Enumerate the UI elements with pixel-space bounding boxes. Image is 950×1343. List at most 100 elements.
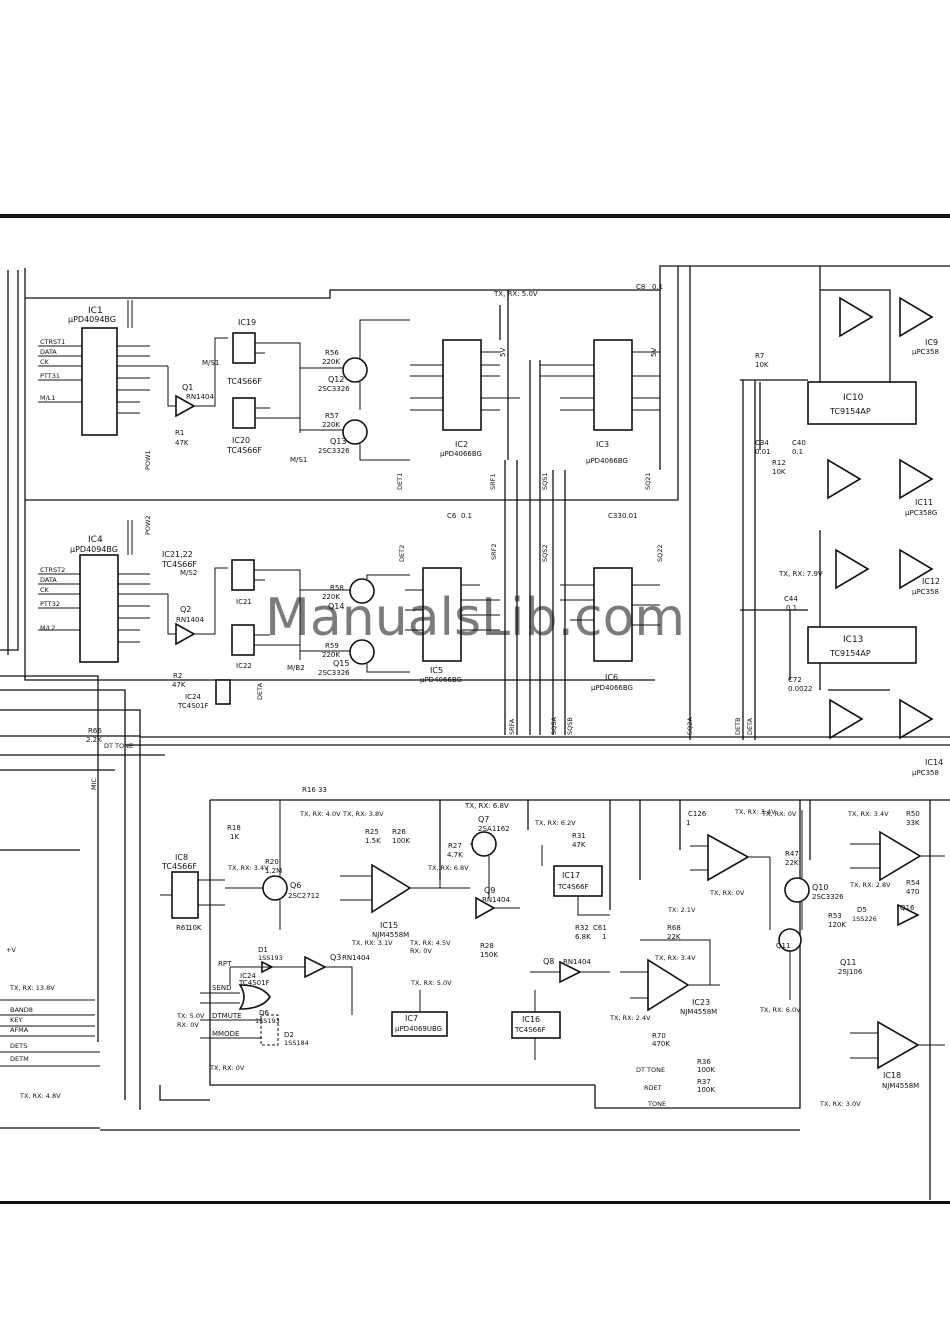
r12-val: 10K — [772, 468, 786, 476]
volt-txrx-ov-a: TX, RX: 3.4V — [227, 864, 269, 872]
c33-ref: C34 — [755, 439, 769, 447]
q11-part: 2SJ106 — [838, 968, 863, 976]
r25-val: 1.5K — [365, 837, 381, 845]
q14-q15: R58 220K Q14 R59 220K Q15 2SC3326 — [300, 574, 410, 677]
ic15-part: NJM4558M — [372, 931, 409, 939]
c8-ref: C6 — [447, 512, 457, 520]
q12-ref: Q12 — [328, 375, 344, 384]
ic1-in-ck: CK — [40, 358, 50, 366]
volt-tx5v-b: TX, RX: 5.0V — [410, 979, 452, 987]
volt-tx2.1v: TX: 2.1V — [667, 906, 696, 914]
sq21-label: SQ21 — [644, 472, 652, 490]
q2-ref: Q2 — [180, 605, 191, 614]
srf1-label: SRF1 — [489, 473, 497, 490]
mid-bus-wires — [125, 360, 950, 746]
ic9-part: μPC358 — [912, 348, 939, 356]
d1-ref: D1 — [258, 946, 268, 954]
band8-label: BAND8 — [10, 1006, 33, 1014]
r28-ref: R28 — [480, 942, 494, 950]
det1-label: DET1 — [396, 473, 404, 490]
ic1-ref: IC1 — [88, 306, 103, 316]
q2-part: RN1404 — [176, 616, 204, 624]
r61-ref: R61 — [176, 924, 190, 932]
mmode-label: MMODE — [212, 1030, 239, 1038]
srf2-label: SRF2 — [490, 543, 498, 560]
volt-txrx0v-c: TX, RX: 0V — [709, 889, 745, 897]
q6: Q6 2SC2712 — [225, 800, 320, 930]
lower-frame-wires — [100, 799, 950, 1200]
ic21-ic22: IC21,22 TC4S66F IC21 IC22 M/B2 — [161, 550, 305, 672]
ic19-ref: IC19 — [238, 318, 256, 327]
c44-val: 0.0022 — [788, 685, 813, 693]
q16-ref: Q16 — [900, 904, 915, 912]
rail-5v-1: 5V — [499, 348, 507, 357]
ic18-section: TX, RX: 3.4V R50 33K TX, RX: 2.8V R54 47… — [819, 810, 945, 1108]
dets-label: DETS — [10, 1042, 27, 1050]
volt-2.4v: TX, RX: 2.4V — [609, 1014, 651, 1022]
pow1-label: POW1 — [144, 450, 152, 470]
volt-3.8v: TX, RX: 3.8V — [342, 810, 384, 818]
ic24-bot-part: TC4S01F — [238, 979, 270, 987]
r2-val: 47K — [172, 681, 186, 689]
ic13-part: TC9154AP — [829, 649, 871, 658]
r56-val: 220K — [322, 358, 340, 366]
ic3: IC3 μPD4066BG SQS1 SQ21 5V — [540, 290, 661, 490]
volt-0v-b: TX, RX: 0V — [761, 810, 797, 818]
ic12-ref: IC12 — [922, 577, 940, 586]
r54-ref: R54 — [906, 879, 920, 887]
volt-3.4v-c: TX, RX: 3.4V — [847, 810, 889, 818]
ms1-label: M/S1 — [202, 359, 219, 367]
q11-tag: Q11 — [776, 942, 790, 950]
ms1-net2: M/S1 — [290, 456, 307, 464]
rpt-label: RPT — [218, 960, 232, 968]
r50-val: 33K — [906, 819, 920, 827]
d1-part: 1SS193 — [258, 954, 283, 962]
deta-label-1: DETA — [256, 682, 264, 700]
supply-ic12-label: TX, RX: 7.9V — [778, 570, 823, 578]
ic1-in-ml: M/L1 — [40, 394, 56, 402]
volt-6.8v: TX, RX: 6.8V — [427, 864, 469, 872]
ic19-ic20: IC19 TC4S66F IC20 TC4S66F — [226, 318, 301, 455]
r28-val: 150K — [480, 951, 498, 959]
r32-val: 6.8K — [575, 933, 591, 941]
sq22-label: SQ22 — [656, 544, 664, 562]
logic-gates: D1 1SS193 IC24 TC4S01F D6 1SS193 D2 1SS1… — [176, 946, 309, 1072]
q13-ref: Q13 — [330, 437, 346, 446]
dttone-label: DT TONE — [104, 742, 133, 750]
sqsa-label: SQSA — [550, 717, 558, 735]
c6-ref: C33 — [608, 512, 622, 520]
r68-val: 22K — [667, 933, 681, 941]
r53-val: 120K — [828, 921, 846, 929]
q11-ref: Q11 — [840, 958, 856, 967]
r57-ref: R57 — [325, 412, 339, 420]
r1-val: 47K — [175, 439, 189, 447]
volt-3v: TX, RX: 3.0V — [819, 1100, 861, 1108]
ic23: IC23 NJM4558M R68 22K TX, RX: 3.4V TX, R… — [609, 924, 720, 1108]
tone-label: TONE — [647, 1100, 666, 1108]
ic5-ref: IC5 — [430, 666, 443, 675]
q10-part: 2SC3326 — [812, 893, 844, 901]
ic24-top: IC24 TC4S01F DETA — [177, 679, 264, 710]
q1-part: RN1404 — [186, 393, 214, 401]
ic2122-ref: IC21,22 — [162, 550, 193, 559]
q3-ref: Q3 — [330, 953, 341, 962]
volt-6v: TX, RX: 6.0V — [759, 1006, 801, 1014]
left-lower-labels: R66 2.2K DT TONE MIC +V TX, RX: 13.8V BA… — [0, 727, 133, 1100]
sqs1-label: SQS1 — [541, 472, 549, 490]
ic18-ref: IC18 — [883, 1071, 901, 1080]
r61-val: 10K — [188, 924, 202, 932]
ic1: IC1 μPD4094BG CTRST1 DATA CK PTT31 M/L1 — [38, 300, 168, 436]
left-frame-wires — [0, 265, 950, 1129]
q12-part: 2SC3326 — [318, 385, 350, 393]
volt-4v: TX, RX: 4.0V — [299, 810, 341, 818]
r32-ref: R32 — [575, 924, 589, 932]
d6-part: 1SS193 — [255, 1017, 280, 1025]
d2-part: 1SS184 — [284, 1039, 309, 1047]
c6-val: 0.01 — [622, 512, 638, 520]
r18-ref: R18 — [227, 824, 241, 832]
ic14-ref: IC14 — [925, 758, 943, 767]
ic5-part: μPD4066BG — [420, 676, 462, 684]
volt-3.4v-b: TX, RX: 3.4V — [734, 808, 776, 816]
detm-label: DETM — [10, 1055, 29, 1063]
ic10-ref: IC10 — [843, 393, 864, 403]
